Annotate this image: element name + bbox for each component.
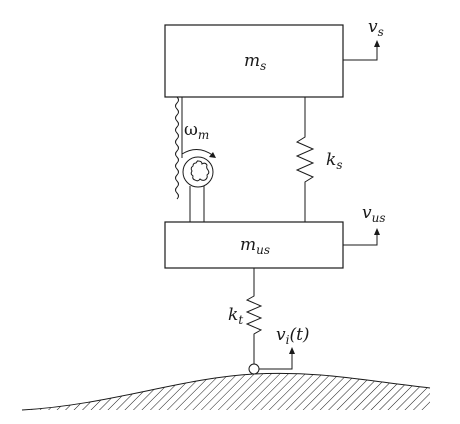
tire-spring: kt (228, 268, 263, 364)
unsprung-velocity-label: vus (362, 203, 386, 225)
road-input-label: vi(t) (276, 325, 310, 347)
rotation-arrow (181, 149, 215, 157)
unsprung-mass-block: mus (164, 221, 344, 269)
motor-speed-label: ωm (184, 120, 209, 142)
unsprung-mass-label: mus (240, 235, 270, 257)
sprung-mass-label: ms (244, 51, 266, 73)
unsprung-velocity-arrow: vus (343, 203, 386, 246)
tire-spring-label: kt (228, 305, 243, 327)
sprung-mass-block: ms (164, 24, 344, 98)
sprung-velocity-arrow: vs (343, 17, 384, 61)
motor-actuator: ωm (175, 96, 216, 222)
pulley-gear (190, 160, 210, 182)
suspension-spring: ks (295, 97, 342, 222)
sprung-velocity-label: vs (368, 17, 384, 39)
road-input-arrow: vi(t) (259, 325, 310, 370)
pulley-outer (182, 156, 214, 188)
road-surface (21, 372, 431, 411)
suspension-spring-label: ks (326, 150, 342, 172)
road-contact-wheel (248, 363, 260, 375)
